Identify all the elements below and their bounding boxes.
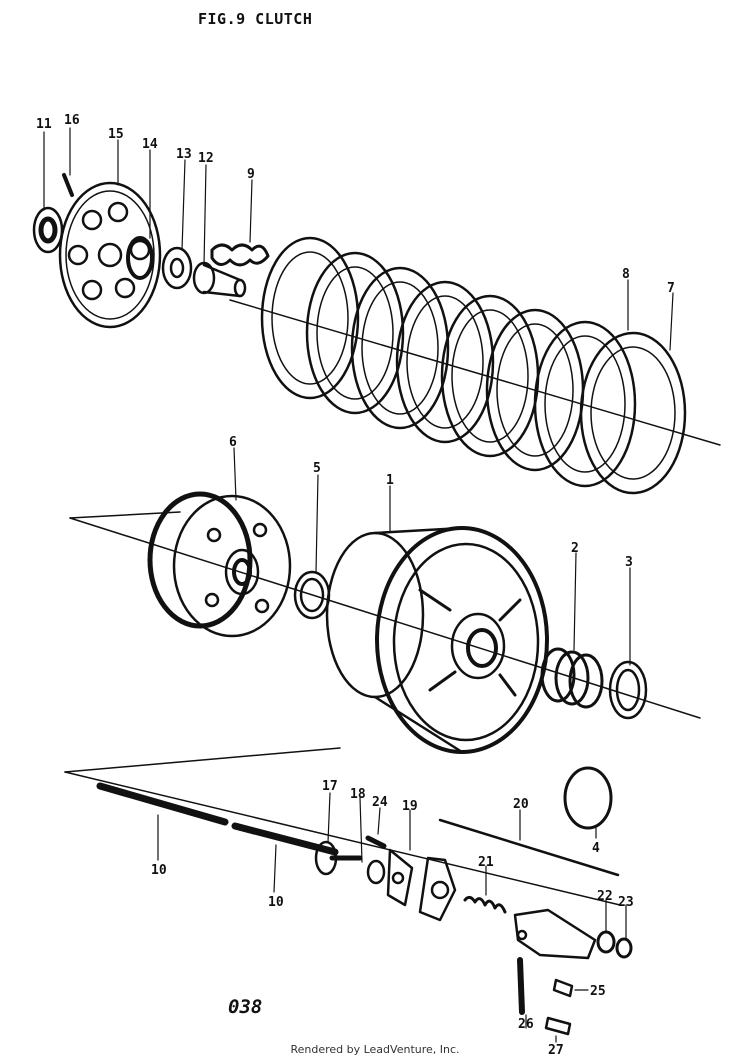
figure-title: FIG.9 CLUTCH [198, 10, 313, 28]
callout-2: 2 [571, 541, 579, 556]
callout-24: 24 [372, 795, 388, 810]
spring-9 [210, 243, 270, 267]
washer-3 [608, 660, 648, 720]
callout-3: 3 [625, 555, 633, 570]
lever-bracket [513, 908, 597, 960]
pushrod-10-right [231, 822, 339, 856]
plate-19 [386, 848, 414, 907]
washer-13 [161, 246, 193, 290]
spring-21 [463, 895, 507, 914]
callout-18: 18 [350, 787, 366, 802]
leader-lines [43, 127, 674, 1043]
page-number: 038 [228, 996, 263, 1018]
spring-26 [517, 957, 525, 1015]
callout-27: 27 [548, 1043, 564, 1058]
spring-2 [540, 647, 604, 709]
callout-15: 15 [108, 127, 124, 142]
pushrod-piece-12 [192, 261, 247, 298]
callout-labels: 11 16 15 14 13 12 9 8 7 6 5 1 2 3 4 10 1… [36, 113, 675, 1058]
callout-16: 16 [64, 113, 80, 128]
nut-23 [615, 937, 633, 959]
release-assembly-20 [418, 818, 620, 922]
bolt-25 [552, 978, 574, 998]
o-ring-18 [366, 859, 386, 885]
callout-11: 11 [36, 117, 52, 132]
bolt-27 [544, 1016, 572, 1036]
callout-12: 12 [198, 151, 214, 166]
bearing-17 [314, 840, 363, 876]
circlip-4 [563, 766, 613, 830]
callout-17: 17 [322, 779, 338, 794]
render-credit: Rendered by LeadVenture, Inc. [290, 1043, 460, 1056]
callout-1: 1 [386, 473, 394, 488]
callout-7: 7 [667, 281, 675, 296]
callout-8: 8 [622, 267, 630, 282]
callout-5: 5 [313, 461, 321, 476]
callout-4: 4 [592, 841, 600, 856]
bearing-11 [32, 206, 64, 254]
clutch-housing-1 [325, 526, 549, 754]
sleeve-hub-6 [147, 491, 292, 638]
clutch-plate-stack [260, 236, 687, 495]
callout-13: 13 [176, 147, 192, 162]
pressure-plate-15 [58, 181, 162, 329]
callout-10-right: 10 [268, 895, 284, 910]
callout-21: 21 [478, 855, 494, 870]
callout-20: 20 [513, 797, 529, 812]
callout-25: 25 [590, 984, 606, 999]
screw-24 [365, 835, 387, 849]
callout-26: 26 [518, 1017, 534, 1032]
callout-19: 19 [402, 799, 418, 814]
callout-14: 14 [142, 137, 158, 152]
pin-16 [62, 173, 74, 197]
bearing-14 [126, 236, 154, 280]
pushrod-10-left [96, 782, 229, 826]
callout-9: 9 [247, 167, 255, 182]
callout-6: 6 [229, 435, 237, 450]
nut-22 [596, 930, 616, 954]
callout-22: 22 [597, 889, 613, 904]
callout-10-left: 10 [151, 863, 167, 878]
callout-23: 23 [618, 895, 634, 910]
